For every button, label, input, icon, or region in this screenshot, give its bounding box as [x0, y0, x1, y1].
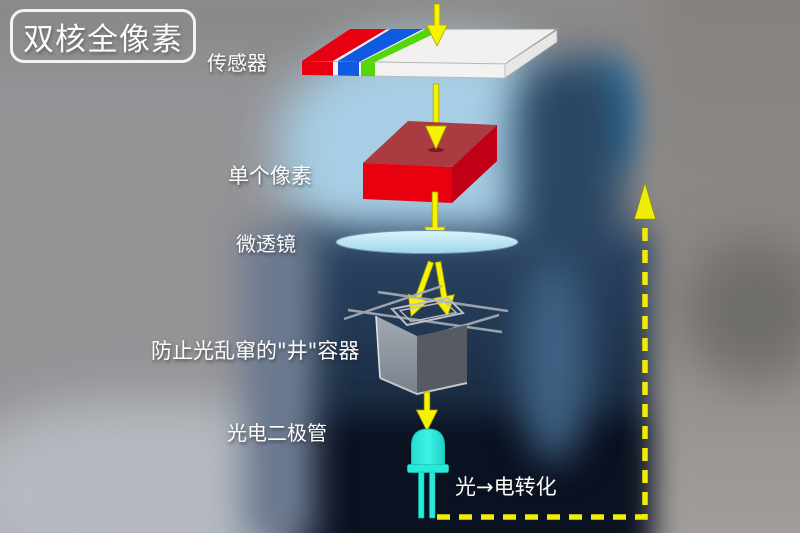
pixel-front-face: [363, 163, 452, 203]
blue-stripe-front: [338, 61, 359, 76]
label-single-pixel: 单个像素: [228, 164, 312, 188]
well-left-edge-highlight: [375, 315, 381, 379]
label-well-container: 防止光乱窜的"井"容器: [151, 339, 360, 363]
well-bottom-edge: [379, 377, 468, 396]
sensor-slab: [300, 28, 559, 79]
up-arrow-icon: [634, 181, 656, 220]
well-left-face: [376, 316, 417, 394]
microlens-ellipse: [335, 230, 519, 254]
red-stripe-top: [302, 29, 387, 61]
label-sensor: 传感器: [207, 51, 267, 75]
red-stripe-front: [302, 61, 333, 76]
down-arrow-icon-4: [415, 391, 439, 432]
label-light-to-electric: 光→电转化: [455, 475, 557, 499]
blue-stripe-top: [338, 29, 423, 62]
green-stripe-front: [361, 62, 375, 77]
photodiode-led: [407, 428, 449, 519]
diode-flange: [407, 464, 449, 473]
arrow-entry-slot: [428, 147, 444, 153]
well-container: [343, 284, 509, 396]
dashed-line: [437, 218, 648, 520]
single-pixel-box: [363, 121, 497, 203]
pixel-right-face: [452, 125, 497, 203]
well-opening-outer: [390, 296, 466, 327]
feedback-path: [437, 181, 656, 520]
down-arrow-icon-2-head: [424, 125, 448, 150]
label-microlens: 微透镜: [236, 232, 296, 256]
well-right-face: [417, 325, 467, 394]
label-photodiode: 光电二极管: [227, 421, 327, 445]
diode-dome: [411, 428, 445, 467]
diode-leg-right: [429, 471, 436, 519]
diode-leg-left: [418, 471, 425, 519]
page-title: 双核全像素: [23, 21, 183, 58]
title-badge: 双核全像素: [10, 9, 196, 63]
pixel-top-face: [363, 121, 497, 167]
down-arrow-icon-1: [425, 3, 449, 47]
well-opening-inner: [398, 301, 458, 323]
green-stripe-top: [361, 29, 444, 62]
